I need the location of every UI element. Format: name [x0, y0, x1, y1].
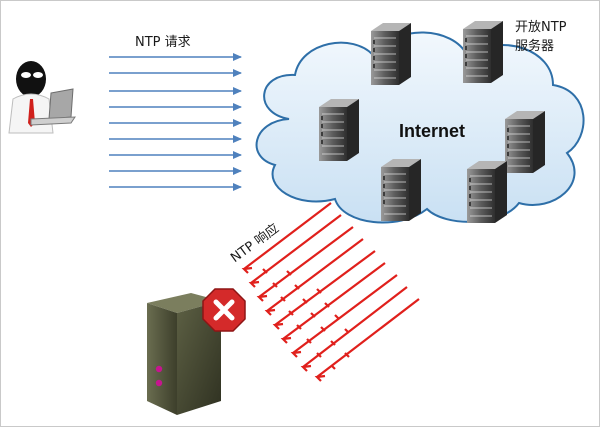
ntp-response-arrows — [241, 202, 420, 382]
attacker-icon — [8, 61, 76, 134]
rack-server-icon — [462, 20, 504, 84]
internet-label: Internet — [399, 121, 466, 141]
open-ntp-servers-label-line2: 服务器 — [515, 39, 555, 54]
red-x-octagon-icon — [202, 288, 246, 332]
rack-server-icon — [504, 110, 546, 174]
open-ntp-servers-label-line1: 开放NTP — [515, 20, 567, 35]
rack-server-icon — [370, 22, 412, 86]
rack-server-icon — [318, 98, 360, 162]
victim-server-icon — [147, 293, 221, 415]
ntp-request-label: NTP 请求 — [135, 35, 191, 50]
rack-server-icon — [466, 160, 508, 224]
rack-server-icon — [380, 158, 422, 222]
ntp-request-arrows — [109, 53, 242, 191]
